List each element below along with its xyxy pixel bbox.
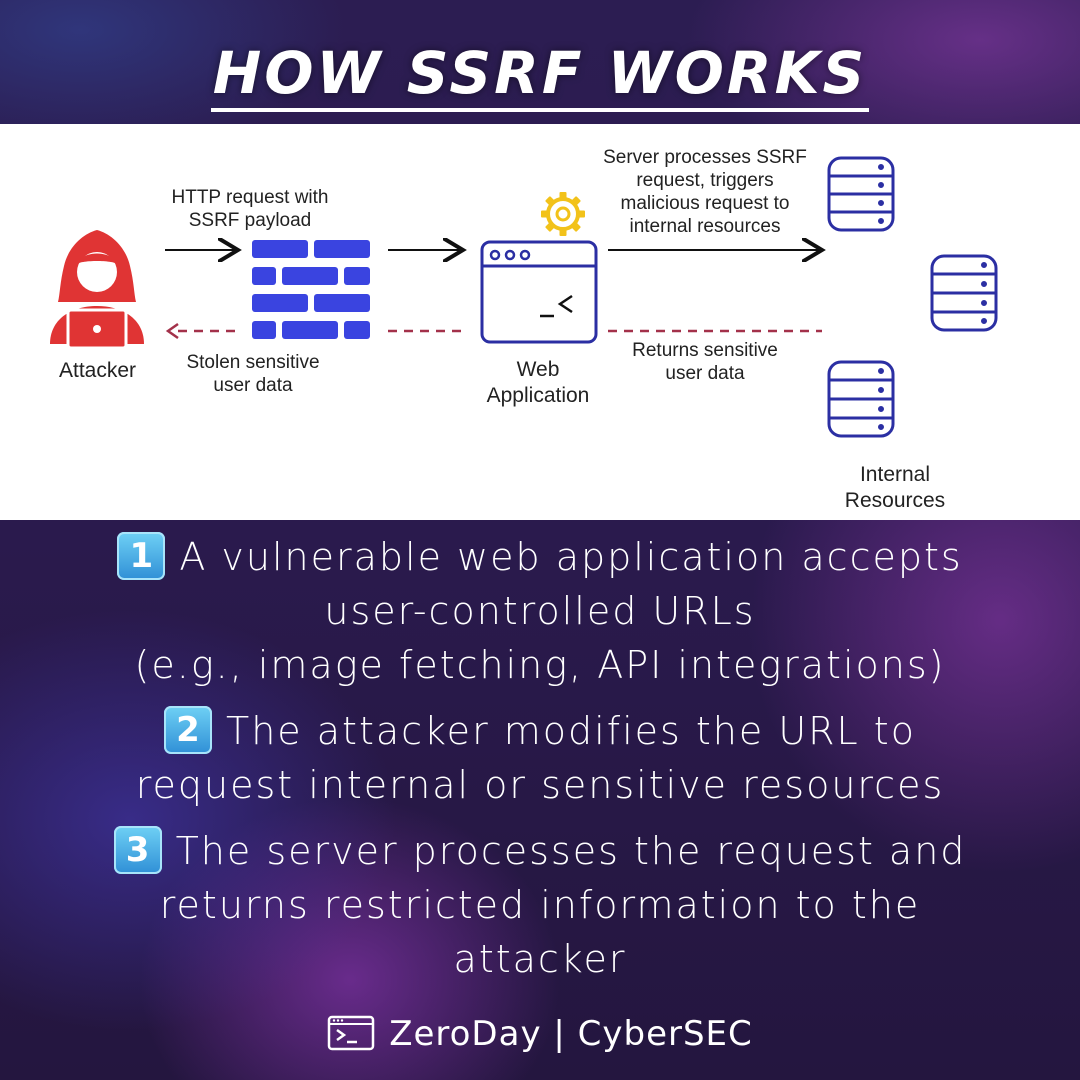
ssrf-diagram: Attacker HTTP request with SSRF payload …	[0, 124, 1080, 520]
keycap-two-icon: 2	[164, 706, 213, 754]
firewall-icon	[252, 240, 370, 339]
steps-list: 1 A vulnerable web application accepts us…	[0, 530, 1080, 986]
database-icon-3	[827, 360, 895, 438]
diagram-graphics	[50, 156, 998, 438]
keycap-one-icon: 1	[117, 532, 166, 580]
internal-label-line: Internal	[859, 463, 931, 486]
webapp-label-line: Application	[486, 384, 590, 407]
webapp-label-line: Web	[516, 358, 560, 381]
step-line: returns restricted information to the	[159, 883, 921, 927]
step-line: 3 The server processes the request and	[40, 824, 1040, 878]
return-arrow-firewall-to-attacker	[165, 322, 242, 340]
step-line: 1 A vulnerable web application accepts	[40, 530, 1040, 584]
step-3: 3 The server processes the request and re…	[40, 824, 1040, 986]
request-label: HTTP request with SSRF payload	[150, 186, 350, 232]
step-line: user-controlled URLs	[324, 589, 756, 633]
step-line: 2 The attacker modifies the URL to	[40, 704, 1040, 758]
server-label-line: Server processes SSRF	[603, 147, 807, 168]
stolen-label-line: user data	[213, 375, 293, 396]
step-1: 1 A vulnerable web application accepts us…	[40, 530, 1040, 692]
step-text: The attacker modifies the URL to	[226, 709, 916, 753]
server-label-line: malicious request to	[620, 193, 790, 214]
database-icon-1	[827, 156, 895, 232]
returns-label-line: user data	[665, 363, 745, 384]
returns-label-line: Returns sensitive	[632, 340, 778, 361]
webapp-label: Web Application	[463, 357, 613, 409]
web-application-icon	[480, 240, 598, 344]
terminal-icon	[327, 1015, 375, 1051]
page-title: HOW SSRF WORKS	[210, 40, 870, 112]
server-label-line: internal resources	[629, 216, 781, 237]
step-text: A vulnerable web application accepts	[179, 535, 963, 579]
internal-label-line: Resources	[844, 489, 946, 512]
internal-resources-label: Internal Resources	[815, 462, 975, 514]
request-label-line: HTTP request with	[171, 187, 329, 208]
stolen-label-line: Stolen sensitive	[186, 352, 320, 373]
database-icon-2	[930, 254, 998, 332]
title-container: HOW SSRF WORKS	[0, 40, 1080, 112]
server-label-line: request, triggers	[636, 170, 774, 191]
request-label-line: SSRF payload	[188, 210, 312, 231]
keycap-three-icon: 3	[113, 826, 162, 874]
gear-icon	[541, 192, 585, 236]
attacker-label: Attacker	[40, 358, 155, 384]
step-line: request internal or sensitive resources	[135, 763, 945, 807]
footer-text: ZeroDay | CyberSEC	[389, 1014, 753, 1054]
server-processes-label: Server processes SSRF request, triggers …	[590, 146, 820, 238]
step-text: The server processes the request and	[175, 829, 967, 873]
stolen-data-label: Stolen sensitive user data	[163, 351, 343, 397]
attacker-label-text: Attacker	[58, 359, 137, 382]
step-line: (e.g., image fetching, API integrations)	[134, 643, 946, 687]
returns-label: Returns sensitive user data	[605, 339, 805, 385]
footer-brand: ZeroDay | CyberSEC	[0, 1014, 1080, 1054]
attacker-icon	[50, 230, 144, 350]
step-2: 2 The attacker modifies the URL to reques…	[40, 704, 1040, 812]
step-line: attacker	[453, 937, 627, 981]
